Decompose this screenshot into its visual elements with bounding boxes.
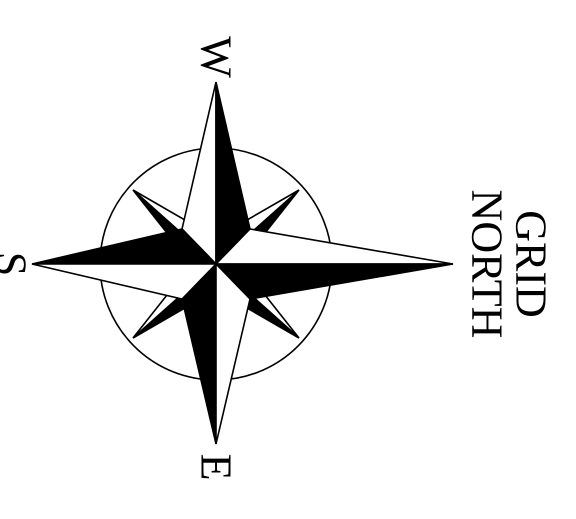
west-label: W [192, 36, 241, 78]
cardinal-points [32, 82, 453, 444]
point-right-dark [216, 264, 453, 299]
grid-north-label-line-1: GRID [507, 210, 556, 318]
grid-north-label-line-2: NORTH [463, 190, 512, 339]
point-right-light [216, 229, 453, 264]
east-label: E [192, 454, 241, 481]
south-label: S [0, 252, 36, 276]
